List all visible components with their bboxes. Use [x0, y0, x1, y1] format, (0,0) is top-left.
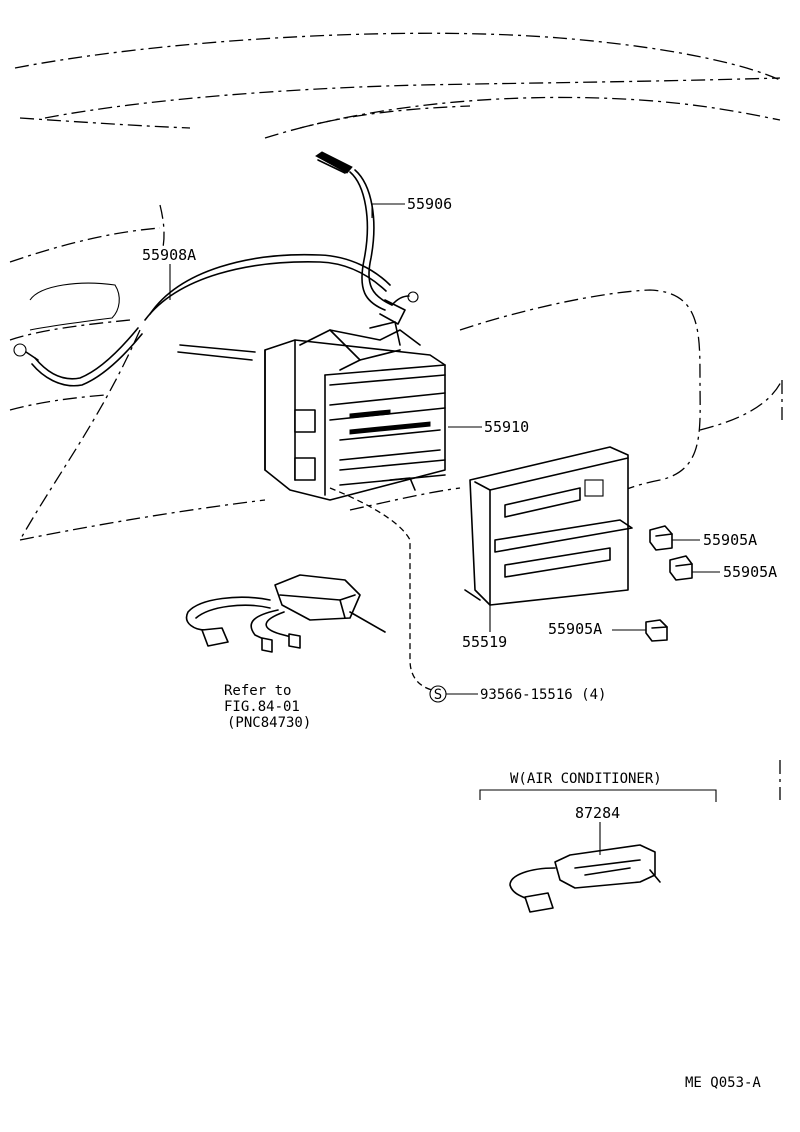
side-vent-outline [29, 282, 120, 331]
optional-part-87284 [509, 844, 661, 913]
control-panel-bracket-55519 [464, 446, 633, 606]
reference-line-3: (PNC84730) [227, 715, 311, 731]
reference-line-1: Refer to [224, 683, 291, 699]
option-bracket [479, 789, 717, 802]
part-label-55910: 55910 [484, 418, 529, 436]
part-label-55906: 55906 [407, 195, 452, 213]
control-cable-55908a [13, 253, 391, 387]
dashboard-phantom-outline [9, 32, 783, 800]
screw-symbol-letter: S [434, 687, 442, 703]
part-label-55905a-1: 55905A [703, 531, 757, 549]
part-label-55908a: 55908A [142, 246, 196, 264]
screw-location-line [329, 487, 433, 691]
reference-line-2: FIG.84-01 [224, 699, 300, 715]
part-label-55905a-3: 55905A [548, 620, 602, 638]
leader-lines [169, 203, 720, 855]
part-label-93566-15516: 93566-15516 (4) [480, 687, 606, 703]
knob-55905a-2 [669, 555, 693, 581]
referenced-harness [185, 574, 386, 653]
part-label-55905a-2: 55905A [723, 563, 777, 581]
part-label-55519: 55519 [462, 633, 507, 651]
screw-symbol: S [429, 685, 447, 703]
control-cable-55906 [315, 151, 419, 325]
heater-control-assembly-55910 [177, 321, 446, 501]
knob-55905a-3 [645, 619, 668, 642]
part-label-87284: 87284 [575, 804, 620, 822]
option-label: W(AIR CONDITIONER) [510, 771, 662, 787]
knob-55905a-1 [649, 525, 673, 551]
figure-code: ME Q053-A [685, 1075, 761, 1091]
